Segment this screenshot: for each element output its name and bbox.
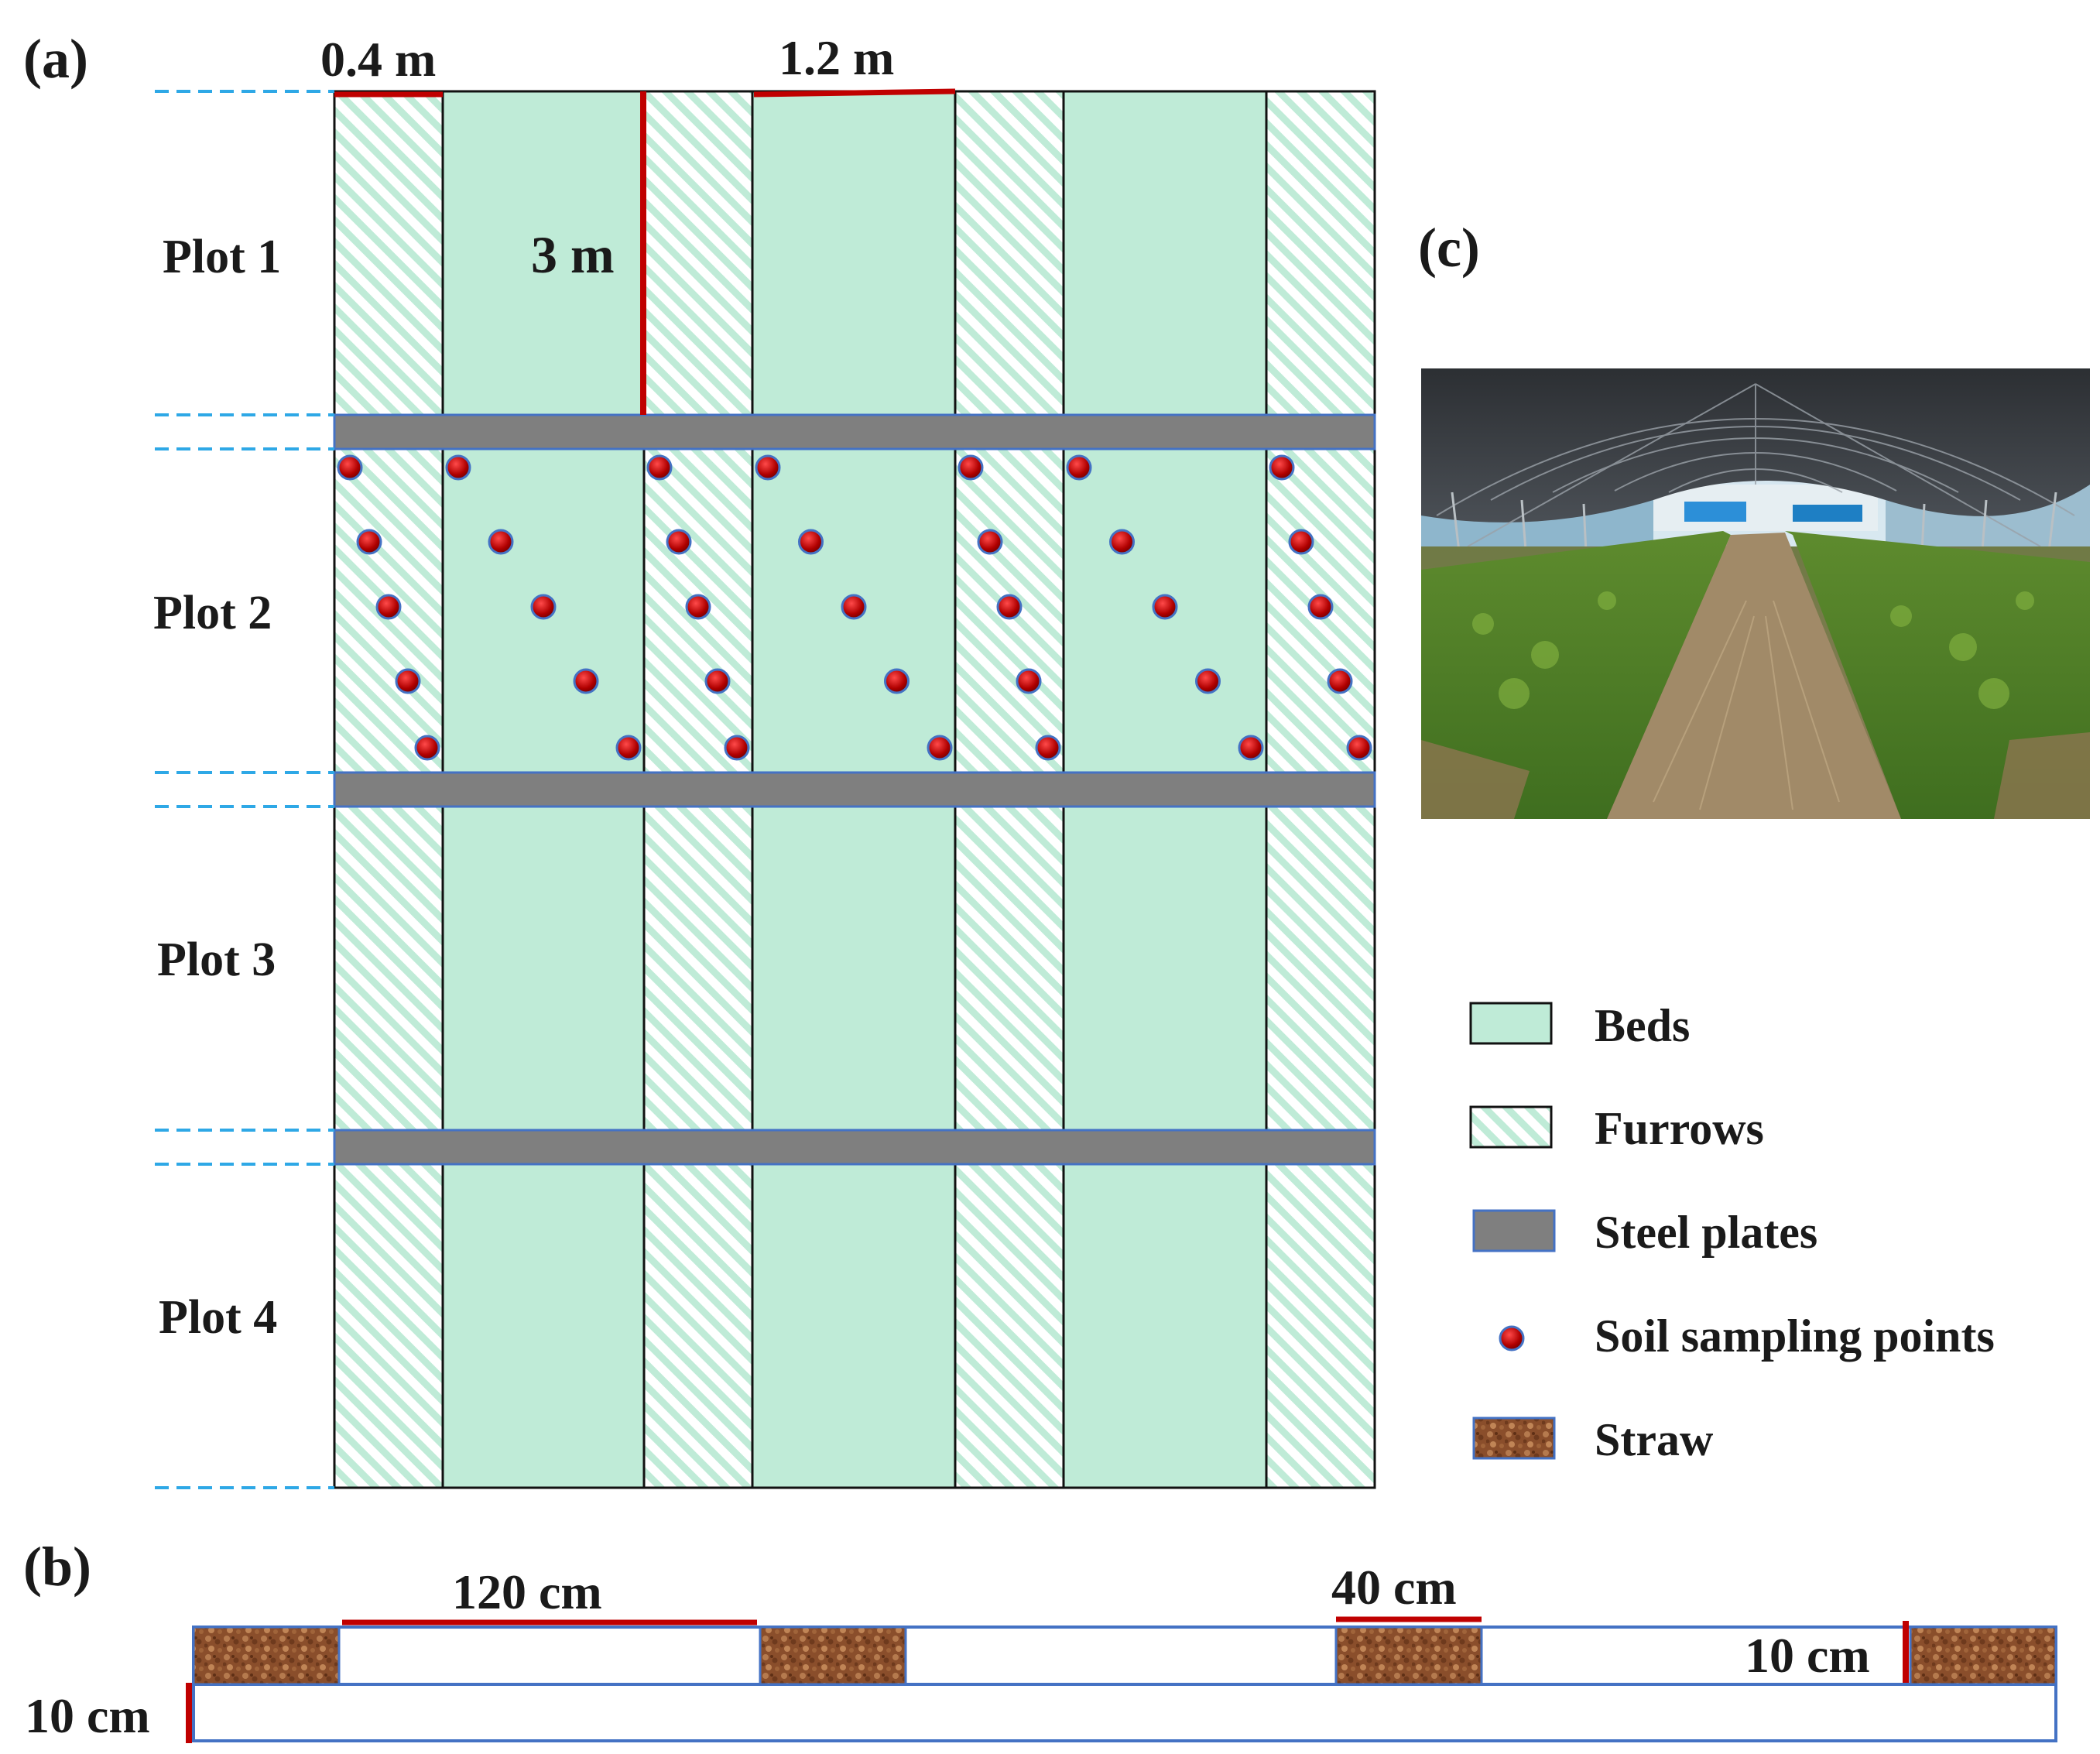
furrow-plot1-col3 [642,90,754,416]
bed-plot3-col6 [1062,805,1268,1132]
bed-plot3-col4 [751,805,957,1132]
sampling-point [488,529,514,555]
sampling-point [1307,594,1334,620]
sampling-point [395,668,421,694]
sampling-point [646,454,673,481]
straw-block-4 [1909,1626,2057,1686]
bed-plot3-col2 [441,805,646,1132]
sampling-point [1288,529,1314,555]
sampling-point [977,529,1003,555]
sampling-point [530,594,557,620]
bed-plot1-col2 [441,90,646,416]
plot-label-4: Plot 4 [159,1291,277,1344]
sampling-point [356,529,382,555]
bed-plot4-col6 [1062,1163,1268,1489]
sampling-point [724,735,750,761]
straw-block-3 [1334,1626,1483,1686]
legend-label-beds: Beds [1595,1000,1690,1051]
sampling-point [685,594,711,620]
bed-plot4-col4 [751,1163,957,1489]
panel-label-a: (a) [23,28,88,90]
plot-layout [333,90,1376,1489]
legend-swatch-straw [1472,1417,1556,1460]
legend-swatch-steel [1472,1209,1556,1252]
sampling-point [996,594,1023,620]
cross-section: 120 cm 40 cm 10 cm 10 cm [25,1560,2057,1743]
soil-sampling-points [337,454,1372,761]
furrow-width-label: 0.4 m [320,32,436,87]
legend-swatch-beds [1469,1002,1553,1045]
straw-block-1 [192,1626,341,1686]
furrow-plot4-col1 [333,1163,444,1489]
plot-label-2: Plot 2 [153,587,272,639]
legend-label-steel: Steel plates [1595,1207,1817,1258]
sampling-point [445,454,471,481]
soil-depth-label: 10 cm [25,1688,150,1743]
greenhouse-photo [1421,368,2090,819]
furrow-plot1-col1 [333,90,444,416]
sampling-point [958,454,984,481]
bed-plot1-col4 [751,90,957,416]
legend-label-points: Soil sampling points [1595,1310,1995,1362]
sampling-point [755,454,781,481]
legend-swatch-furrows [1469,1105,1553,1149]
sampling-point [414,735,440,761]
sampling-point [1238,735,1264,761]
sampling-point [1195,668,1221,694]
steel-plate-2 [333,771,1376,808]
sampling-point [666,529,692,555]
plot-label-1: Plot 1 [163,231,281,283]
sampling-point [841,594,867,620]
sampling-point [927,735,953,761]
legend-label-straw: Straw [1595,1414,1714,1465]
bed-plot4-col2 [441,1163,646,1489]
furrow-plot3-col5 [954,805,1065,1132]
furrow-plot3-col3 [642,805,754,1132]
plot-length-label: 3 m [531,225,615,284]
straw-depth-label: 10 cm [1745,1628,1870,1683]
plot-boundary-guides [155,90,334,1489]
greenhouse-photo-image [1421,368,2090,819]
furrow-plot2-col1 [333,447,444,774]
furrow-plot4-col3 [642,1163,754,1489]
bed-width-label: 1.2 m [779,30,894,85]
panel-label-c: (c) [1418,217,1480,279]
sampling-point [615,735,642,761]
furrow-plot1-col7 [1265,90,1376,416]
furrow-plot3-col1 [333,805,444,1132]
sampling-point [1269,454,1295,481]
sampling-point [1327,668,1353,694]
sampling-point [1035,735,1061,761]
legend: Beds Furrows Steel plates Soil sampling … [1469,1000,1995,1465]
sampling-point [573,668,599,694]
panel-label-b: (b) [23,1536,91,1598]
sampling-point [798,529,824,555]
straw-block-2 [759,1626,907,1686]
furrow-width-label-b: 40 cm [1331,1560,1457,1615]
sampling-point [1152,594,1178,620]
sampling-point [1016,668,1042,694]
sampling-point [1109,529,1135,555]
bed-plot1-col6 [1062,90,1268,416]
legend-swatch-points [1499,1325,1525,1351]
plot-label-3: Plot 3 [157,934,276,986]
furrow-plot1-col5 [954,90,1065,416]
sampling-point [337,454,363,481]
sampling-point [1346,735,1372,761]
furrow-plot3-col7 [1265,805,1376,1132]
sampling-point [704,668,731,694]
steel-plate-1 [333,413,1376,450]
legend-label-furrows: Furrows [1595,1103,1764,1154]
furrow-plot4-col7 [1265,1163,1376,1489]
bed-width-label-b: 120 cm [452,1564,602,1619]
sampling-point [884,668,910,694]
steel-plate-3 [333,1129,1376,1166]
bed-width-marker [753,88,956,98]
sampling-point [375,594,402,620]
steel-plates [333,413,1376,1166]
sampling-point [1066,454,1092,481]
furrow-plot4-col5 [954,1163,1065,1489]
